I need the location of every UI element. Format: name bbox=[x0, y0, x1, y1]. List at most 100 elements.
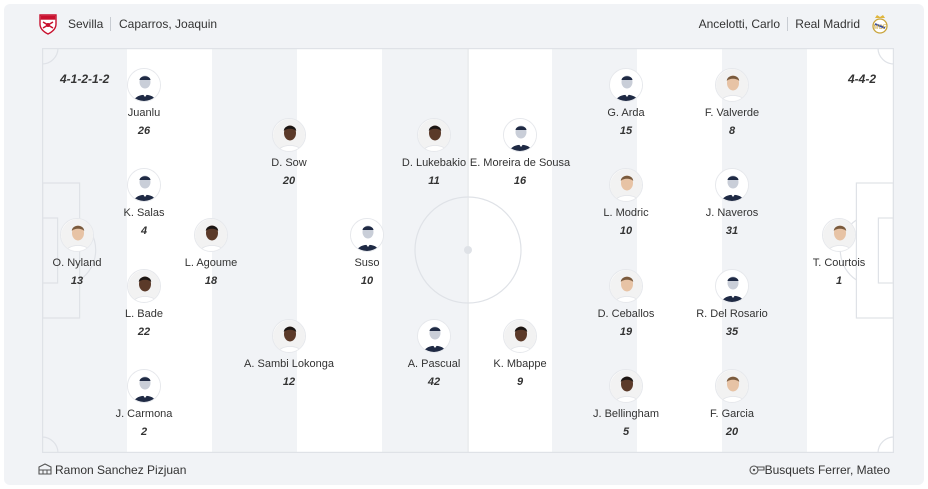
player-ceballos[interactable]: D. Ceballos 19 bbox=[551, 269, 701, 338]
lineup-footer: Ramon Sanchez Pizjuan Busquets Ferrer, M… bbox=[4, 457, 924, 481]
home-coach-name[interactable]: Caparros, Joaquin bbox=[119, 17, 218, 31]
player-avatar[interactable] bbox=[127, 369, 161, 403]
player-name[interactable]: D. Sow bbox=[271, 157, 307, 169]
away-team-name[interactable]: Real Madrid bbox=[795, 17, 860, 31]
player-number: 16 bbox=[513, 175, 527, 187]
referee-name: Busquets Ferrer, Mateo bbox=[764, 463, 890, 477]
player-number: 11 bbox=[428, 175, 440, 187]
player-avatar[interactable] bbox=[503, 319, 537, 353]
player-bade[interactable]: L. Bade 22 bbox=[69, 269, 219, 338]
player-name[interactable]: G. Arda bbox=[607, 107, 645, 119]
player-number: 2 bbox=[140, 426, 148, 438]
player-avatar[interactable] bbox=[127, 68, 161, 102]
player-name[interactable]: K. Salas bbox=[123, 207, 165, 219]
player-moreira[interactable]: E. Moreira de Sousa 16 bbox=[445, 118, 595, 187]
referee-whistle-icon bbox=[749, 462, 765, 481]
player-number: 20 bbox=[725, 426, 739, 438]
lineup-header: Sevilla Caparros, Joaquin Ancelotti, Car… bbox=[4, 4, 924, 44]
player-avatar[interactable] bbox=[715, 68, 749, 102]
sevilla-crest-icon[interactable] bbox=[38, 13, 58, 40]
player-name[interactable]: L. Bade bbox=[125, 308, 163, 320]
player-avatar[interactable] bbox=[715, 168, 749, 202]
player-number: 22 bbox=[137, 326, 151, 338]
player-mbappe[interactable]: K. Mbappe 9 bbox=[445, 319, 595, 388]
player-number: 4 bbox=[140, 225, 148, 237]
player-name[interactable]: D. Lukebakio bbox=[401, 157, 467, 169]
player-avatar[interactable] bbox=[503, 118, 537, 152]
player-avatar[interactable] bbox=[417, 319, 451, 353]
pitch-stripe bbox=[42, 48, 127, 453]
player-number: 19 bbox=[619, 326, 633, 338]
header-divider bbox=[110, 17, 111, 31]
away-formation: 4-4-2 bbox=[847, 72, 876, 86]
player-name[interactable]: E. Moreira de Sousa bbox=[469, 157, 571, 169]
player-avatar[interactable] bbox=[272, 319, 306, 353]
real-madrid-crest-icon[interactable]: MCF bbox=[870, 13, 890, 40]
player-name[interactable]: T. Courtois bbox=[812, 257, 866, 269]
player-avatar[interactable] bbox=[609, 168, 643, 202]
player-name[interactable]: L. Modric bbox=[603, 207, 649, 219]
stadium-icon bbox=[38, 462, 52, 481]
player-modric[interactable]: L. Modric 10 bbox=[551, 168, 701, 237]
player-avatar[interactable] bbox=[194, 218, 228, 252]
player-name[interactable]: R. Del Rosario bbox=[696, 308, 768, 320]
player-juanlu[interactable]: Juanlu 26 bbox=[69, 68, 219, 137]
player-name[interactable]: J. Naveros bbox=[705, 207, 759, 219]
player-suso[interactable]: Suso 10 bbox=[292, 218, 442, 287]
player-number: 10 bbox=[619, 225, 633, 237]
away-coach-name[interactable]: Ancelotti, Carlo bbox=[698, 17, 780, 31]
player-name[interactable]: A. Pascual bbox=[407, 358, 461, 370]
player-bellingham[interactable]: J. Bellingham 5 bbox=[551, 369, 701, 438]
player-pascual[interactable]: A. Pascual 42 bbox=[359, 319, 509, 388]
player-avatar[interactable] bbox=[822, 218, 856, 252]
player-avatar[interactable] bbox=[609, 269, 643, 303]
player-avatar[interactable] bbox=[272, 118, 306, 152]
player-number: 10 bbox=[360, 275, 374, 287]
player-name[interactable]: K. Mbappe bbox=[493, 358, 547, 370]
player-avatar[interactable] bbox=[127, 168, 161, 202]
player-number: 42 bbox=[427, 376, 441, 388]
stadium-name: Ramon Sanchez Pizjuan bbox=[55, 463, 187, 477]
player-avatar[interactable] bbox=[715, 269, 749, 303]
player-number: 8 bbox=[728, 125, 736, 137]
player-name[interactable]: F. Valverde bbox=[704, 107, 760, 119]
player-name[interactable]: Juanlu bbox=[127, 107, 161, 119]
player-valverde[interactable]: F. Valverde 8 bbox=[657, 68, 807, 137]
lineup-card: Sevilla Caparros, Joaquin Ancelotti, Car… bbox=[4, 4, 924, 485]
pitch-stripe bbox=[212, 48, 297, 453]
player-name[interactable]: J. Carmona bbox=[115, 408, 173, 420]
player-number: 5 bbox=[622, 426, 630, 438]
player-avatar[interactable] bbox=[417, 118, 451, 152]
player-number: 18 bbox=[204, 275, 218, 287]
player-number: 9 bbox=[516, 376, 524, 388]
svg-text:MCF: MCF bbox=[874, 25, 887, 31]
player-garcia[interactable]: F. Garcia 20 bbox=[657, 369, 807, 438]
player-name[interactable]: A. Sambi Lokonga bbox=[244, 358, 334, 370]
pitch-stripe bbox=[382, 48, 467, 453]
player-avatar[interactable] bbox=[609, 369, 643, 403]
home-team-name[interactable]: Sevilla bbox=[68, 17, 104, 31]
player-salas[interactable]: K. Salas 4 bbox=[69, 168, 219, 237]
player-avatar[interactable] bbox=[609, 68, 643, 102]
player-name[interactable]: O. Nyland bbox=[52, 257, 102, 269]
player-name[interactable]: L. Agoume bbox=[184, 257, 238, 269]
player-agoume[interactable]: L. Agoume 18 bbox=[136, 218, 286, 287]
player-name[interactable]: D. Ceballos bbox=[597, 308, 655, 320]
player-name[interactable]: J. Bellingham bbox=[592, 408, 660, 420]
player-carmona[interactable]: J. Carmona 2 bbox=[69, 369, 219, 438]
player-lukebakio[interactable]: D. Lukebakio 11 bbox=[359, 118, 509, 187]
player-avatar[interactable] bbox=[127, 269, 161, 303]
player-avatar[interactable] bbox=[715, 369, 749, 403]
player-number: 26 bbox=[137, 125, 151, 137]
player-avatar[interactable] bbox=[350, 218, 384, 252]
player-name[interactable]: Suso bbox=[354, 257, 380, 269]
player-name[interactable]: F. Garcia bbox=[709, 408, 754, 420]
